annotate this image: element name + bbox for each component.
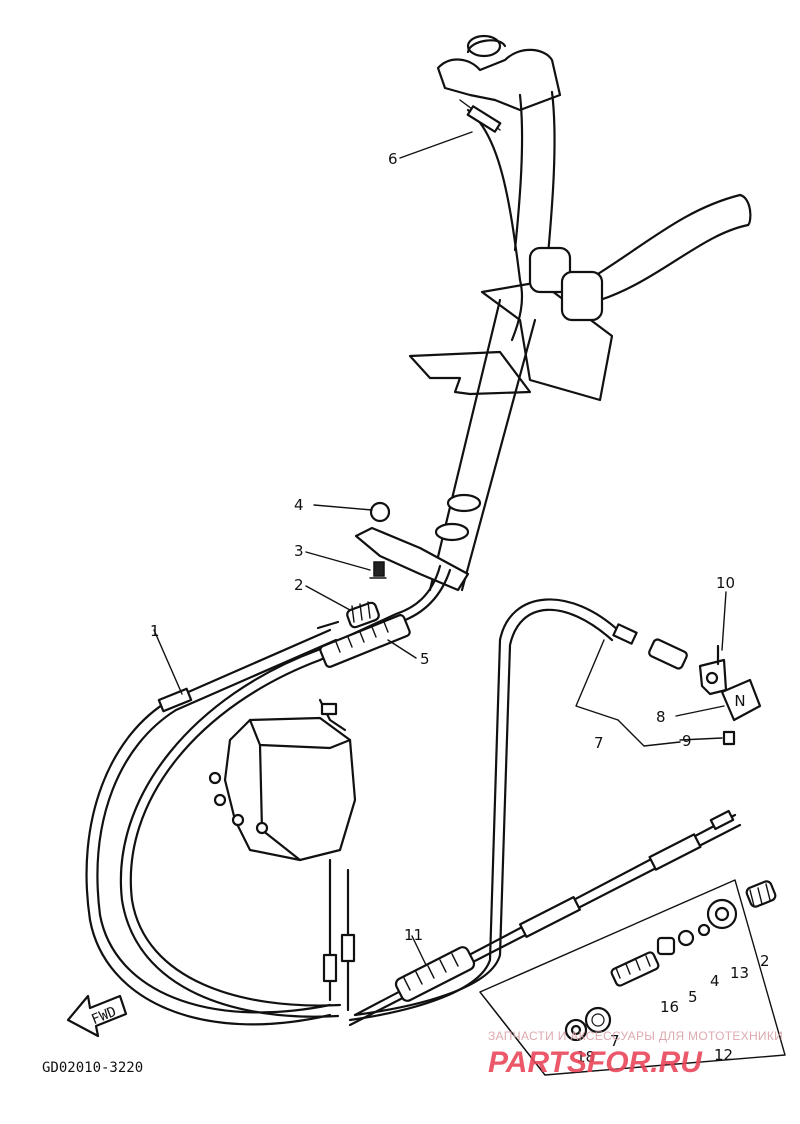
callout-16: 16 [660, 998, 679, 1016]
watermark-tagline: ЗАПЧАСТИ И АКСЕССУАРЫ ДЛЯ МОТОТЕХНИКИ [488, 1029, 783, 1043]
callout-12: 12 [714, 1046, 733, 1064]
callout-11: 11 [404, 926, 423, 944]
exploded-parts-box [479, 879, 786, 1076]
leader-lines [153, 131, 727, 966]
cable-5 [119, 564, 452, 1018]
callout-numbers: 6 4 3 2 1 5 10 8 7 9 11 2 13 4 5 16 7 18… [150, 150, 770, 1066]
callout-4: 4 [294, 496, 304, 514]
switch-bracket-10 [698, 644, 728, 696]
neutral-label-8: N [720, 678, 762, 722]
callout-15: 5 [688, 988, 698, 1006]
callout-3: 3 [294, 542, 304, 560]
watermark: ЗАПЧАСТИ И АКСЕССУАРЫ ДЛЯ МОТОТЕХНИКИ PA… [488, 1029, 783, 1079]
cable-1 [85, 620, 340, 1026]
spring-2 [346, 601, 380, 629]
callout-17: 7 [610, 1032, 620, 1050]
callout-10: 10 [716, 574, 735, 592]
callout-18: 18 [576, 1048, 595, 1066]
callout-2: 2 [294, 576, 304, 594]
watermark-logo: PARTSFOR.RU [488, 1046, 703, 1079]
callout-8: 8 [656, 708, 666, 726]
callout-2-lower: 2 [760, 952, 770, 970]
engine-block [208, 698, 357, 1012]
cable-bracket [354, 501, 470, 592]
diagram-code: GD02010-3220 [42, 1060, 143, 1076]
callout-1: 1 [150, 622, 160, 640]
handlebar-assembly [408, 34, 752, 592]
forward-arrow: FWD [66, 994, 128, 1038]
callout-9: 9 [682, 732, 692, 750]
cable-11 [348, 598, 742, 1027]
callout-14: 4 [710, 972, 720, 990]
neutral-symbol: N [734, 692, 745, 710]
screw-9 [722, 730, 736, 746]
callout-13: 13 [730, 964, 749, 982]
callout-5: 5 [420, 650, 430, 668]
callout-6: 6 [388, 150, 398, 168]
callout-7: 7 [594, 734, 604, 752]
